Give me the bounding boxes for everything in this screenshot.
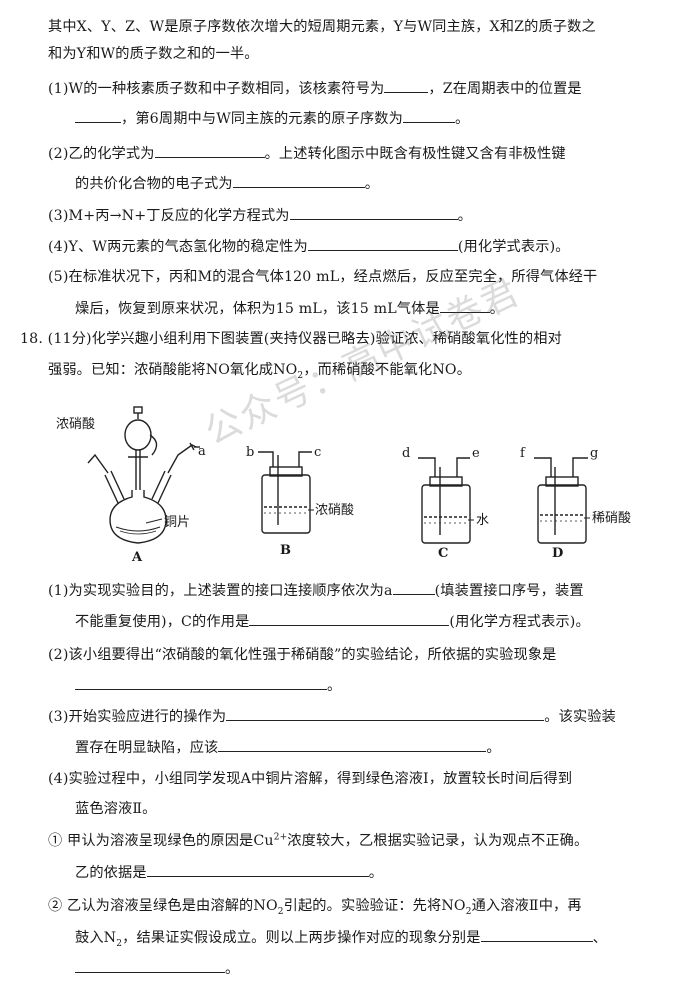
answer-blank[interactable]: [232, 173, 365, 188]
answer-blank[interactable]: [403, 108, 455, 123]
caption-c: C: [438, 546, 448, 561]
q17-part2-line1: (2)乙的化学式为。上述转化图示中既含有极性键又含有非极性键: [48, 143, 566, 164]
label-dilute-nitric-acid: 稀硝酸: [592, 511, 631, 526]
q17-part1-line2: ，第6周期中与W同主族的元素的原子序数为。: [75, 108, 469, 129]
q17-part4: (4)Y、W两元素的气态氢化物的稳定性为(用化学式表示)。: [48, 236, 570, 257]
apparatus-a: [87, 406, 200, 544]
caption-b: B: [280, 543, 291, 558]
q17-part2-line2: 的共价化合物的电子式为。: [75, 173, 379, 194]
q18-sub1-line2: 乙的依据是。: [75, 862, 383, 883]
q17-part5-line2: 燥后，恢复到原来状况，体积为15 mL，该15 mL气体是。: [75, 298, 504, 319]
answer-blank[interactable]: [226, 706, 545, 721]
answer-blank[interactable]: [154, 143, 265, 158]
answer-blank[interactable]: [307, 236, 458, 251]
intro-line-1: 其中X、Y、Z、W是原子序数依次增大的短周期元素，Y与W同主族，X和Z的质子数之: [48, 19, 596, 35]
label-water: 水: [476, 513, 489, 528]
q18-part3-line1: (3)开始实验应进行的操作为。该实验装: [48, 706, 616, 727]
q18-part4-line2: 蓝色溶液Ⅱ。: [75, 801, 157, 817]
answer-blank[interactable]: [75, 675, 327, 690]
intro-line-2: 和为Y和W的质子数之和的一半。: [48, 46, 259, 62]
answer-blank[interactable]: [289, 205, 458, 220]
label-conc-nitric-acid-b: 浓硝酸: [315, 503, 354, 518]
answer-blank[interactable]: [249, 611, 450, 626]
q18-heading-line1: 18. (11分)化学兴趣小组利用下图装置(夹持仪器已略去)验证浓、稀硝酸氧化性…: [20, 331, 562, 347]
port-a-label: a: [198, 444, 206, 459]
port-d-label: d: [402, 446, 410, 461]
answer-blank[interactable]: [392, 580, 435, 595]
q17-part3: (3)M+丙→N+丁反应的化学方程式为。: [48, 205, 472, 226]
port-c-label: c: [314, 445, 321, 460]
apparatus-figure: 浓硝酸 a 铜片 A b c 浓硝酸 B d e 水 C f g 稀硝酸 D: [56, 406, 631, 565]
label-copper-sheet: 铜片: [164, 515, 190, 530]
q18-part2-line1: (2)该小组要得出“浓硝酸的氧化性强于稀硝酸”的实验结论，所依据的实验现象是: [48, 647, 557, 663]
caption-a: A: [131, 550, 143, 565]
q18-part3-line2: 置存在明显缺陷，应该。: [75, 737, 501, 758]
port-e-label: e: [472, 446, 480, 461]
answer-blank[interactable]: [75, 108, 121, 123]
answer-blank[interactable]: [75, 958, 225, 973]
port-b-label: b: [246, 445, 254, 460]
q18-sub1-line1: ① 甲认为溶液呈现绿色的原因是Cu2+浓度较大，乙根据实验记录，认为观点不正确。: [48, 832, 589, 849]
apparatus-b: [258, 451, 314, 534]
q18-part2-line2: 。: [75, 675, 341, 696]
answer-blank[interactable]: [384, 78, 429, 93]
q17-part5-line1: (5)在标准状况下，丙和M的混合气体120 mL，经点燃后，反应至完全，所得气体…: [48, 269, 598, 285]
q18-part1-line2: 不能重复使用)，C的作用是(用化学方程式表示)。: [75, 611, 590, 632]
q18-part4-line1: (4)实验过程中，小组同学发现A中铜片溶解，得到绿色溶液Ⅰ，放置较长时间后得到: [48, 771, 573, 787]
q18-sub2-line1: ② 乙认为溶液呈绿色是由溶解的NO2引起的。实验验证：先将NO2通入溶液Ⅱ中，再: [48, 898, 582, 917]
q17-part1-line1: (1)W的一种核素质子数和中子数相同，该核素符号为，Z在周期表中的位置是: [48, 78, 582, 99]
answer-blank[interactable]: [218, 737, 487, 752]
q18-heading-line2: 强弱。已知：浓硝酸能将NO氧化成NO2，而稀硝酸不能氧化NO。: [48, 362, 472, 381]
apparatus-d: [534, 457, 590, 544]
answer-blank[interactable]: [146, 862, 369, 877]
port-g-label: g: [590, 446, 598, 461]
answer-blank[interactable]: [480, 927, 593, 942]
caption-d: D: [552, 546, 563, 561]
apparatus-c: [418, 457, 474, 544]
label-conc-nitric-acid-funnel: 浓硝酸: [56, 417, 95, 432]
q18-part1-line1: (1)为实现实验目的，上述装置的接口连接顺序依次为a(填装置接口序号，装置: [48, 580, 584, 601]
port-f-label: f: [520, 446, 526, 461]
answer-blank[interactable]: [439, 298, 490, 313]
q18-sub2-line2: 鼓入N2，结果证实假设成立。则以上两步操作对应的现象分别是、: [75, 927, 607, 948]
q18-sub2-line3: 。: [75, 958, 239, 979]
